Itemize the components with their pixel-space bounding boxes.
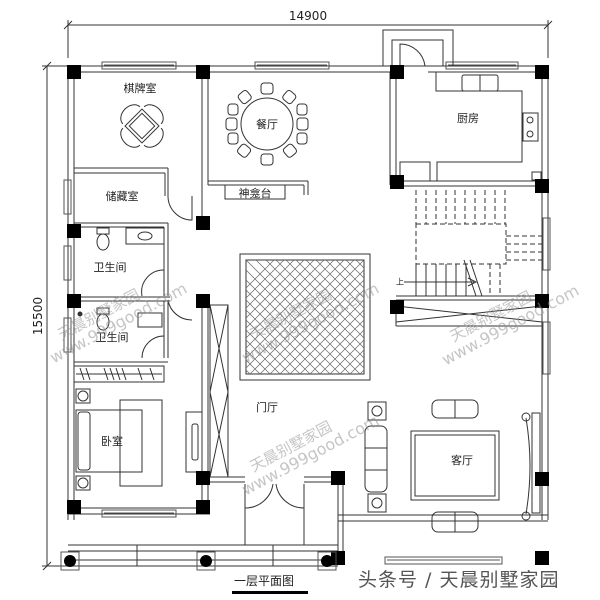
room-label-storage-room: 储藏室 <box>105 190 139 203</box>
height-dimension: 15500 <box>31 296 45 336</box>
room-label-bathroom-1: 卫生间 <box>93 261 127 274</box>
staircase <box>404 190 542 297</box>
porch-round-columns <box>60 551 337 571</box>
interior-walls <box>73 29 543 560</box>
structural-columns <box>67 65 549 565</box>
courtyard-lattice <box>239 253 371 381</box>
room-label-chess-room: 棋牌室 <box>123 82 157 95</box>
windows <box>63 61 551 565</box>
dining-table <box>225 82 309 166</box>
room-label-dining-room: 餐厅 <box>256 118 278 131</box>
room-label-bathroom-2: 卫生间 <box>95 331 129 344</box>
kitchen-fixtures <box>461 74 542 181</box>
source-credit: 头条号 / 天晨别墅家园 <box>358 569 560 591</box>
room-label-shrine-table: 神龛台 <box>238 187 272 200</box>
bedroom-furniture <box>75 388 203 491</box>
room-label-foyer: 门厅 <box>256 401 278 414</box>
room-label-bedroom: 卧室 <box>101 435 123 448</box>
exterior-walls <box>67 65 549 522</box>
stair-up-label: 上 <box>396 277 404 287</box>
living-room-furniture <box>364 399 541 533</box>
width-dimension: 14900 <box>288 9 328 23</box>
doors <box>141 195 305 509</box>
chess-table <box>120 104 164 148</box>
plan-title-underline <box>232 591 308 594</box>
plan-title: 一层平面图 <box>234 574 295 588</box>
left-dimension-line <box>42 61 75 571</box>
bathroom-fixtures <box>77 227 165 331</box>
room-label-kitchen: 厨房 <box>457 112 479 125</box>
front-porch <box>68 508 338 567</box>
top-dimension-line <box>63 20 553 58</box>
room-label-living-room: 客厅 <box>451 454 473 467</box>
